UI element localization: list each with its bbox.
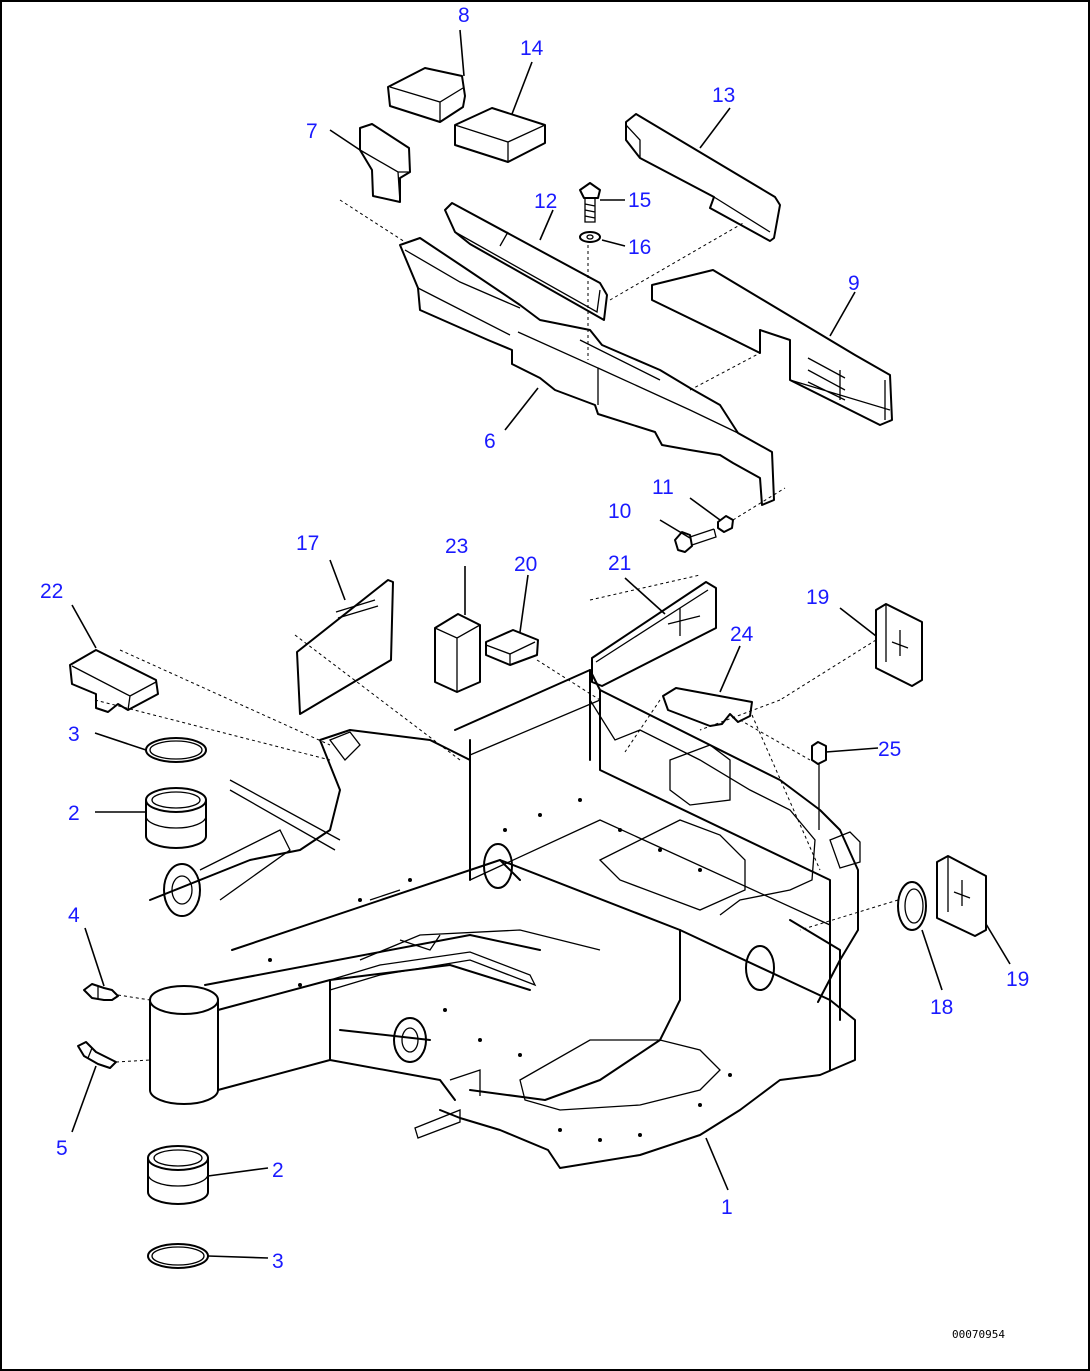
part-19-pad-lower (936, 855, 987, 937)
part-25-plug (811, 741, 827, 830)
part-1-revolving-frame (149, 669, 861, 1169)
part-3-ring-upper (145, 737, 207, 763)
part-10-bolt (674, 528, 717, 553)
part-23-block (434, 613, 481, 693)
callout-20: 20 (514, 553, 537, 576)
part-17-plate (296, 579, 394, 715)
callout-9: 9 (848, 272, 860, 295)
callout-19a: 19 (806, 586, 829, 609)
callout-8: 8 (458, 4, 470, 27)
part-22-block (69, 649, 159, 713)
part-16-washer (579, 231, 601, 243)
callout-7: 7 (306, 120, 318, 143)
part-6-cover-plate (399, 237, 775, 506)
callout-25: 25 (878, 738, 901, 761)
leader-lines (71, 29, 1011, 1259)
part-21-wedge (591, 581, 717, 687)
part-13-plate (625, 113, 781, 242)
drawing-number: 00070954 (952, 1328, 1005, 1341)
part-20-block (485, 629, 539, 666)
callout-18: 18 (930, 996, 953, 1019)
callout-6: 6 (484, 430, 496, 453)
callout-15: 15 (628, 189, 651, 212)
part-11-nut (717, 515, 734, 533)
callout-16: 16 (628, 236, 651, 259)
part-24-block (662, 687, 753, 727)
part-8-block (387, 67, 466, 123)
callout-2a: 2 (68, 802, 80, 825)
callout-13: 13 (712, 84, 735, 107)
callout-22: 22 (40, 580, 63, 603)
callout-4: 4 (68, 904, 80, 927)
part-15-bolt (579, 182, 601, 223)
callout-12: 12 (534, 190, 557, 213)
part-4-fitting (83, 983, 119, 1001)
callout-10: 10 (608, 500, 631, 523)
callouts: 8 14 13 7 12 15 16 9 6 11 10 17 23 20 21… (40, 4, 1029, 1273)
part-14-block (454, 107, 546, 163)
part-3-ring-lower (147, 1243, 209, 1269)
callout-3a: 3 (68, 723, 80, 746)
part-19-pad-upper (875, 603, 923, 687)
callout-19b: 19 (1006, 968, 1029, 991)
callout-24: 24 (730, 623, 754, 646)
callout-14: 14 (520, 37, 544, 60)
callout-11: 11 (652, 476, 674, 499)
part-2-bushing-lower (147, 1145, 209, 1205)
part-12-bracket (444, 202, 608, 321)
part-2-bushing-upper (145, 787, 207, 849)
callout-1: 1 (721, 1196, 733, 1219)
callout-23: 23 (445, 535, 468, 558)
assembly-lines (94, 199, 899, 1063)
callout-17: 17 (296, 532, 319, 555)
callout-5: 5 (56, 1137, 68, 1160)
callout-2b: 2 (272, 1159, 284, 1182)
part-9-cover (651, 269, 893, 426)
callout-21: 21 (608, 552, 631, 575)
part-18-ring (897, 881, 927, 931)
part-5-fitting (77, 1041, 117, 1069)
part-7-bracket (359, 123, 411, 203)
callout-3b: 3 (272, 1250, 284, 1273)
